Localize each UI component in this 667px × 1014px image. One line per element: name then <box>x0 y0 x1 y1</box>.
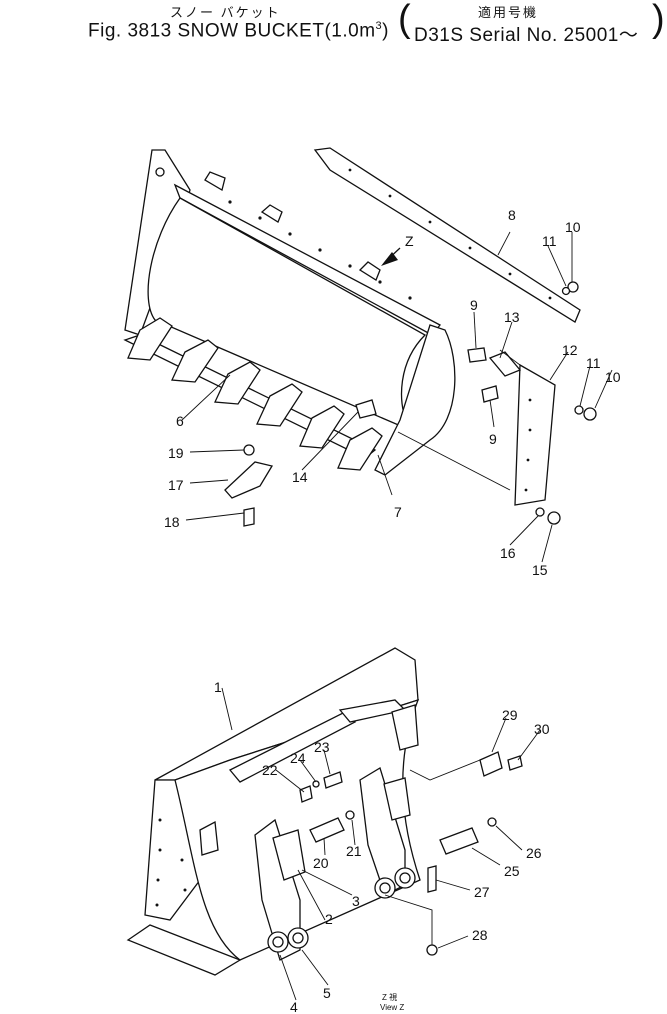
figure-title-text: Fig. 3813 SNOW BUCKET(1.0m <box>88 20 376 42</box>
nut-10b <box>583 407 597 421</box>
callout-18: 18 <box>164 514 180 530</box>
nut-28 <box>426 944 438 956</box>
callout-26: 26 <box>526 845 542 861</box>
bolt-9b <box>481 385 499 403</box>
figure-title: Fig. 3813 SNOW BUCKET(1.0m3) <box>88 20 389 42</box>
view-z-arrow: Z <box>381 233 414 266</box>
bottom-lip <box>126 924 242 976</box>
callout-14: 14 <box>292 469 308 485</box>
bucket-teeth <box>127 317 383 471</box>
callout-21: 21 <box>346 843 362 859</box>
right-side-plate <box>374 324 456 476</box>
callout-9a: 9 <box>470 297 478 313</box>
callout-10a: 10 <box>565 219 581 235</box>
callout-6: 6 <box>176 413 184 429</box>
callout-4: 4 <box>290 999 298 1014</box>
callout-1: 1 <box>214 679 222 695</box>
nut-10a <box>567 281 579 293</box>
bolt-9a <box>467 347 487 363</box>
view-z-label-en: View Z <box>380 1003 404 1012</box>
callout-15: 15 <box>532 562 548 578</box>
plate-22 <box>299 785 313 803</box>
washer-24 <box>312 780 320 788</box>
callout-20: 20 <box>313 855 329 871</box>
pin-25 <box>439 827 479 855</box>
bolt-21 <box>345 810 355 820</box>
callout-5: 5 <box>323 985 331 1001</box>
top-bucket-assembly <box>123 149 456 476</box>
callout-25: 25 <box>504 863 520 879</box>
callout-19: 19 <box>168 445 184 461</box>
washer-11b <box>574 405 584 415</box>
callout-29: 29 <box>502 707 518 723</box>
bolt-23 <box>323 771 343 789</box>
callout-10b: 10 <box>605 369 621 385</box>
bottom-bucket-assembly <box>126 647 421 976</box>
callout-27: 27 <box>474 884 490 900</box>
callout-30: 30 <box>534 721 550 737</box>
japanese-applicable-label: 適用号機 <box>478 5 539 20</box>
callout-24: 24 <box>290 750 306 766</box>
callout-22: 22 <box>262 762 278 778</box>
plate-12 <box>514 363 556 506</box>
callout-11a: 11 <box>542 233 557 249</box>
callout-28: 28 <box>472 927 488 943</box>
plate-29 <box>479 751 503 777</box>
callout-23: 23 <box>314 739 330 755</box>
bolt-14 <box>355 399 377 419</box>
figure-title-close: ) <box>382 20 389 42</box>
callout-12: 12 <box>562 342 578 358</box>
callout-3: 3 <box>352 893 360 909</box>
bracket-13 <box>488 351 522 377</box>
callout-17: 17 <box>168 477 184 493</box>
right-bracket: ) <box>652 0 665 40</box>
top-leaders <box>181 231 613 563</box>
bucket-shell <box>147 197 427 432</box>
washer-11a <box>561 286 571 296</box>
nut-15 <box>547 511 561 525</box>
top-callouts: 6 7 8 9 9 10 10 11 11 12 13 14 15 16 17 … <box>164 207 621 578</box>
bolt-26 <box>487 817 497 827</box>
model-serial: D31S Serial No. 25001～ <box>414 25 639 46</box>
tooth-17 <box>224 461 274 499</box>
arrow-z-label: Z <box>405 233 414 249</box>
pin-20 <box>309 817 345 843</box>
callout-7: 7 <box>394 504 402 520</box>
view-z-label-jp: Z 視 <box>382 993 397 1002</box>
bolt-27 <box>427 865 437 893</box>
bolt-18 <box>243 507 255 527</box>
washer-16 <box>535 507 545 517</box>
callout-8: 8 <box>508 207 516 223</box>
plate-8 <box>313 147 581 323</box>
figure-title-superscript: 3 <box>375 20 383 32</box>
bottom-leaders <box>221 687 541 1001</box>
callout-11b: 11 <box>586 355 601 371</box>
nut-19 <box>243 444 255 456</box>
bottom-callouts: 1 2 3 4 5 20 21 22 23 24 25 26 27 28 29 … <box>214 679 550 1014</box>
left-bracket: ( <box>398 0 411 40</box>
callout-9b: 9 <box>489 431 497 447</box>
callout-13: 13 <box>504 309 520 325</box>
callout-2: 2 <box>325 911 333 927</box>
japanese-title: スノー バケット <box>170 5 281 20</box>
callout-16: 16 <box>500 545 516 561</box>
bracket-left <box>254 818 301 961</box>
